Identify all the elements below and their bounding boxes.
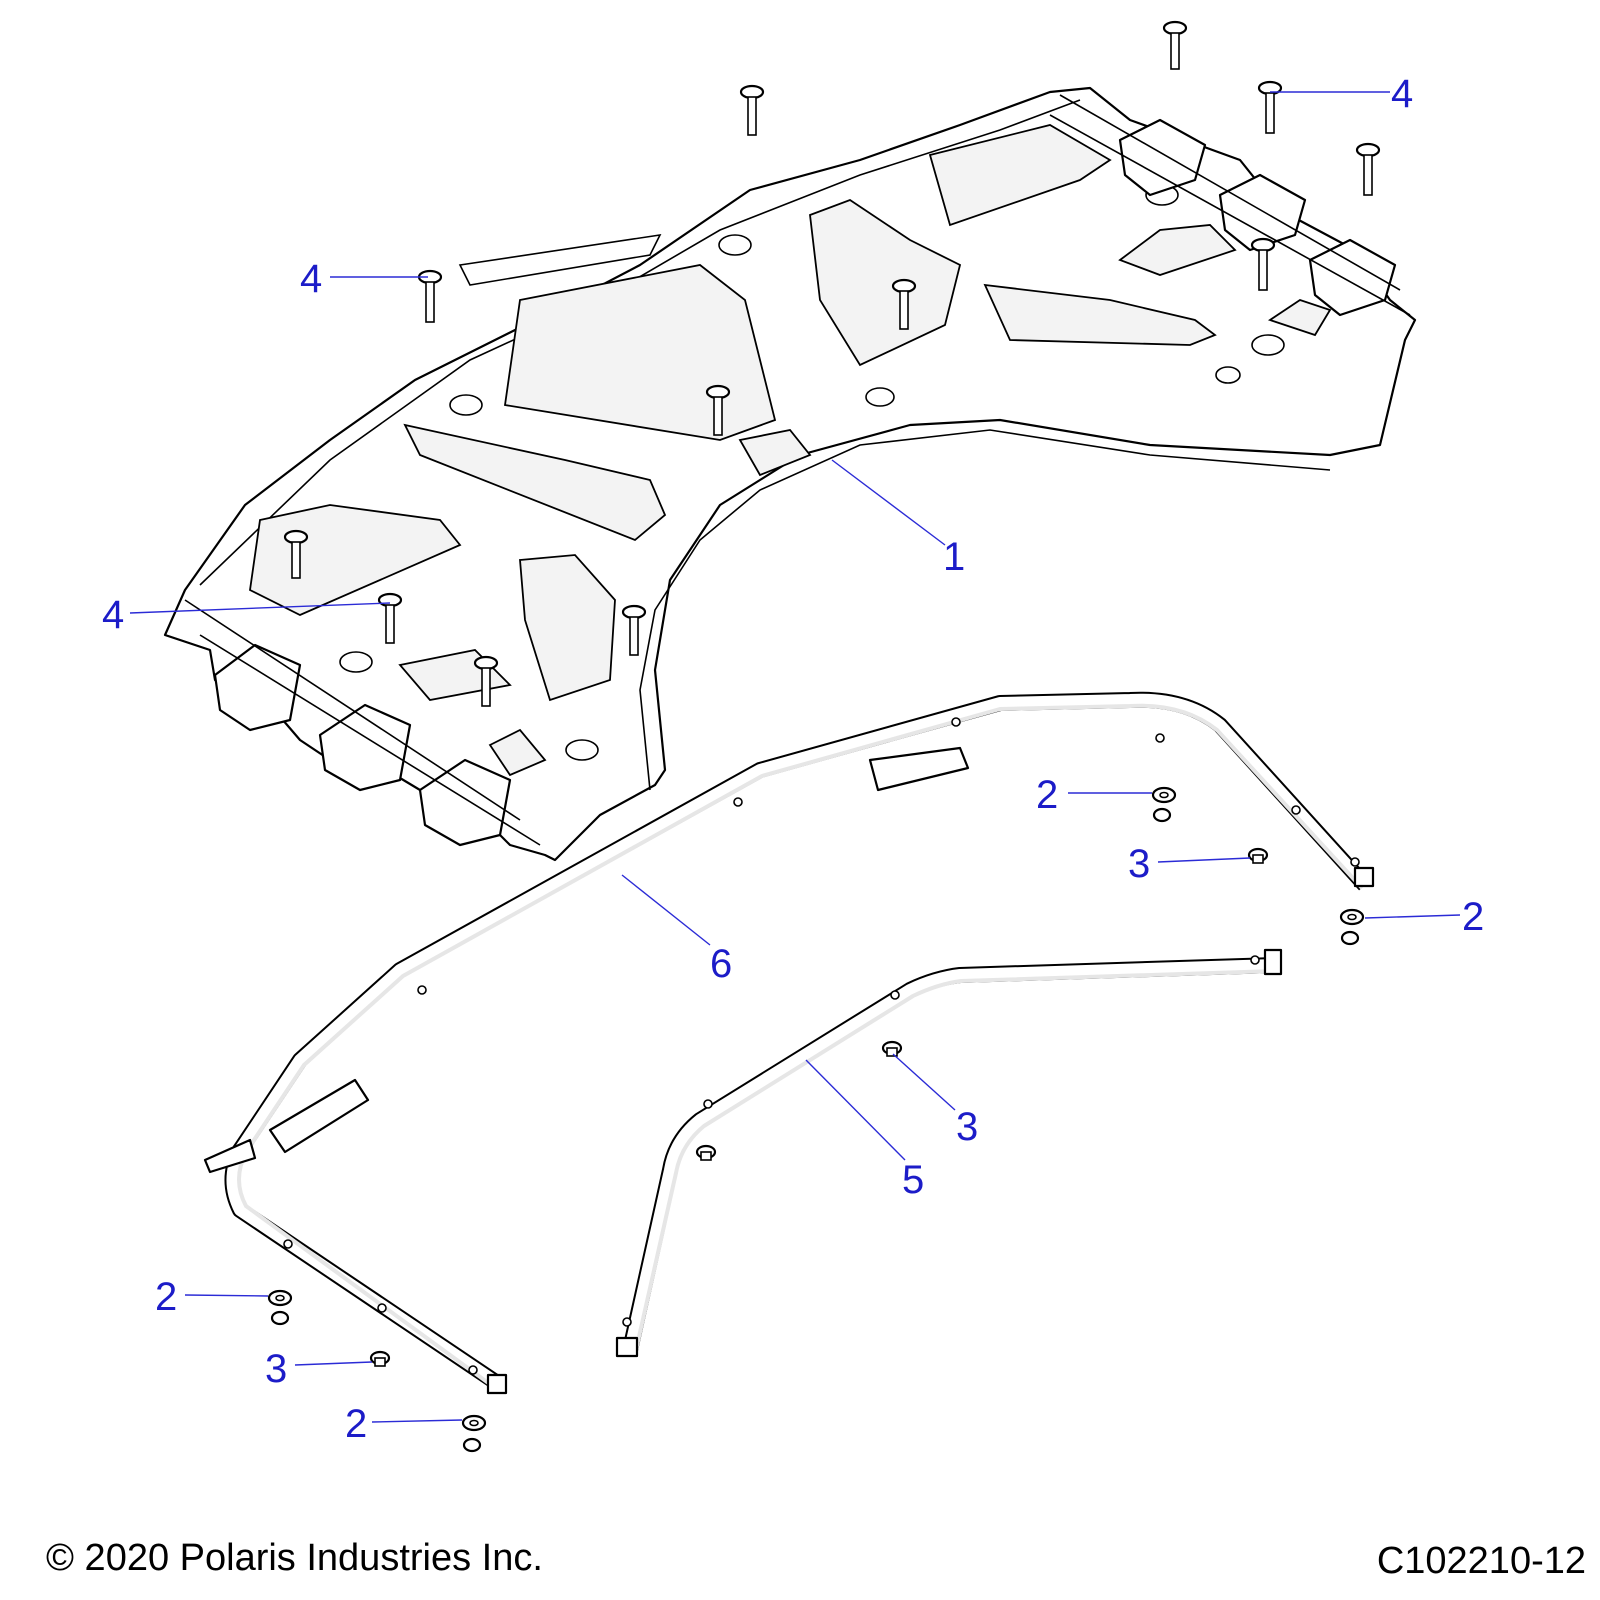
washer <box>1339 908 1365 926</box>
leader-2-right-lower <box>1364 914 1461 919</box>
washer-group <box>267 786 1365 1453</box>
bolt <box>473 655 499 707</box>
flange-nut <box>881 1040 903 1057</box>
callout-3-left: 3 <box>265 1347 287 1391</box>
callout-2-right-upper: 2 <box>1036 773 1058 817</box>
callout-6: 6 <box>710 942 732 986</box>
tube-frame-5 <box>615 948 1283 1358</box>
leader-3-right <box>1157 857 1251 863</box>
bolt <box>283 529 309 579</box>
bolt <box>1257 80 1283 134</box>
bolt <box>891 278 917 330</box>
callout-4-left-upper: 4 <box>300 257 322 301</box>
callout-2-right-lower: 2 <box>1462 895 1484 939</box>
washer <box>270 1310 290 1326</box>
copyright-notice: © 2020 Polaris Industries Inc. <box>46 1537 543 1579</box>
callout-2-left-lower: 2 <box>345 1402 367 1446</box>
washer <box>462 1437 482 1453</box>
callout-2-left-upper: 2 <box>155 1275 177 1319</box>
leader-3-middle <box>892 1053 956 1111</box>
washer <box>461 1414 487 1432</box>
washer <box>267 1289 293 1307</box>
diagram-reference-code: C102210-12 <box>1376 1540 1586 1582</box>
bolt-group <box>283 20 1381 707</box>
bolt <box>705 384 731 436</box>
flange-nut <box>695 1144 717 1161</box>
flange-nut <box>369 1350 391 1367</box>
flange-nut <box>1247 847 1269 864</box>
callout-4-left-lower: 4 <box>102 593 124 637</box>
washer <box>1151 786 1177 804</box>
leader-lines <box>129 91 1461 1423</box>
bolt <box>739 84 765 136</box>
washer <box>1152 807 1172 823</box>
washer <box>1340 930 1360 946</box>
callout-3-middle: 3 <box>956 1105 978 1149</box>
leader-2-left-lower <box>371 1419 463 1423</box>
callout-1: 1 <box>943 535 965 579</box>
nut-group <box>369 847 1269 1367</box>
leader-2-left-upper <box>184 1294 269 1297</box>
bolt <box>417 269 443 323</box>
callout-4-top-right: 4 <box>1391 72 1413 116</box>
leader-1 <box>831 459 946 546</box>
leader-4-left-lower <box>129 602 391 614</box>
tube-frame-6 <box>203 691 1375 1395</box>
leader-3-left <box>294 1361 373 1366</box>
callout-5: 5 <box>902 1158 924 1202</box>
bolt <box>621 604 647 656</box>
bolt <box>1250 237 1276 291</box>
leader-5 <box>805 1059 906 1161</box>
bolt <box>1162 20 1188 70</box>
callout-labels: 1 4 4 4 2 3 2 6 3 5 2 3 2 <box>102 72 1484 1446</box>
callout-3-right: 3 <box>1128 842 1150 886</box>
bolt <box>1355 142 1381 196</box>
leader-6 <box>621 874 711 946</box>
